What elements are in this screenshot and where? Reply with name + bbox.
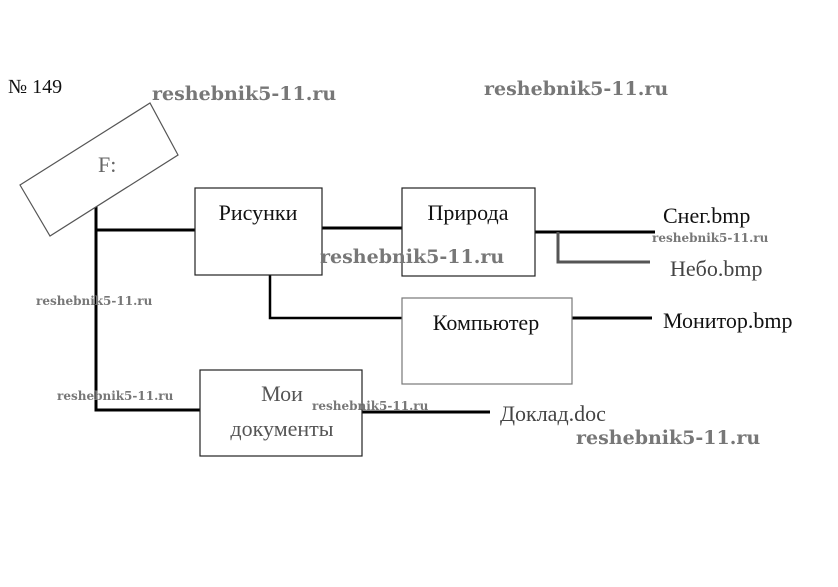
watermark: reshebnik5-11.ru bbox=[320, 246, 504, 268]
problem-number: № 149 bbox=[8, 76, 62, 98]
connector-nature-sky bbox=[556, 232, 650, 264]
node-my-documents-label-2: документы bbox=[230, 416, 333, 441]
node-root-label: F: bbox=[98, 152, 116, 177]
node-root: F: bbox=[19, 102, 179, 237]
node-my-documents: Мои документы bbox=[199, 369, 363, 457]
connector-pictures-computer bbox=[268, 275, 402, 320]
connectors bbox=[94, 205, 655, 414]
watermark: reshebnik5-11.ru bbox=[484, 78, 668, 100]
watermarks: reshebnik5-11.ru reshebnik5-11.ru resheb… bbox=[36, 78, 769, 449]
node-nature: Природа bbox=[401, 187, 536, 277]
file-snow: Снег.bmp bbox=[663, 203, 750, 228]
node-my-documents-label-1: Мои bbox=[261, 381, 303, 406]
file-monitor: Монитор.bmp bbox=[663, 308, 793, 333]
node-pictures-label: Рисунки bbox=[219, 200, 298, 225]
watermark: reshebnik5-11.ru bbox=[652, 231, 769, 245]
watermark: reshebnik5-11.ru bbox=[576, 427, 760, 449]
watermark: reshebnik5-11.ru bbox=[312, 399, 429, 413]
connector-root-trunk bbox=[94, 205, 200, 412]
node-nature-label: Природа bbox=[428, 200, 509, 225]
node-computer: Компьютер bbox=[401, 297, 573, 385]
watermark: reshebnik5-11.ru bbox=[57, 389, 174, 403]
watermark: reshebnik5-11.ru bbox=[152, 83, 336, 105]
watermark: reshebnik5-11.ru bbox=[36, 294, 153, 308]
file-report: Доклад.doc bbox=[500, 401, 606, 426]
file-sky: Небо.bmp bbox=[670, 256, 762, 281]
node-pictures: Рисунки bbox=[194, 187, 323, 276]
node-computer-label: Компьютер bbox=[433, 310, 539, 335]
